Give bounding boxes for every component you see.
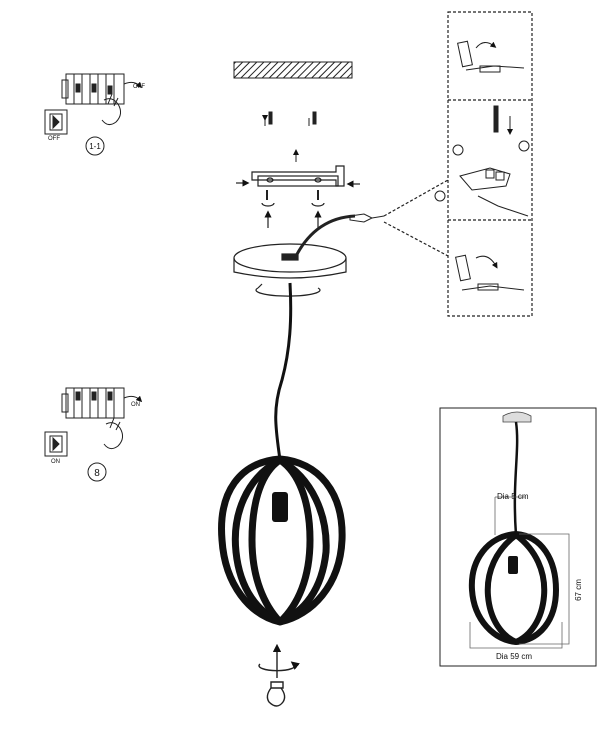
- wall-switch-off: [44, 109, 68, 135]
- shade-diameter-label: Dia 59 cm: [496, 652, 532, 661]
- power-off-step: OFF OFF 1-1: [44, 73, 145, 156]
- dimensions-panel: [439, 407, 597, 667]
- terminal-open: [457, 40, 525, 73]
- breaker-off-label: OFF: [133, 84, 145, 90]
- wall-switch-on: [44, 431, 68, 457]
- switch-on-label: ON: [51, 459, 60, 465]
- dimension-lines: [469, 496, 570, 649]
- terminal-closed: [455, 254, 525, 291]
- pendant-shade: [218, 455, 346, 626]
- step-1-1-badge: [85, 136, 105, 156]
- height-label: 67 cm: [574, 579, 583, 601]
- pendant-cord: [274, 282, 293, 461]
- bulb-install: [258, 643, 300, 707]
- ceiling: [233, 61, 353, 79]
- wiring-detail-panel: [383, 11, 533, 317]
- switch-off-label: OFF: [48, 136, 60, 142]
- supply-wire: [293, 214, 356, 259]
- step-8-number: 8: [94, 468, 100, 479]
- breaker-on-label: ON: [131, 402, 140, 408]
- canopy-diameter-label: Dia 5 cm: [497, 492, 529, 501]
- power-on-step: ON ON 8: [44, 387, 143, 482]
- dimension-figure: [468, 411, 560, 646]
- wall-anchors: [262, 111, 317, 162]
- breaker-panel-off: [61, 73, 143, 126]
- wire-connector: [349, 213, 385, 223]
- lamp-socket: [272, 492, 288, 522]
- step-8-badge: [87, 462, 107, 482]
- breaker-panel-on: [61, 387, 143, 450]
- mounting-bracket: [236, 165, 360, 228]
- terminal-wiring: [434, 105, 530, 217]
- step-1-1-number: 1-1: [89, 142, 101, 151]
- canopy: [233, 243, 347, 297]
